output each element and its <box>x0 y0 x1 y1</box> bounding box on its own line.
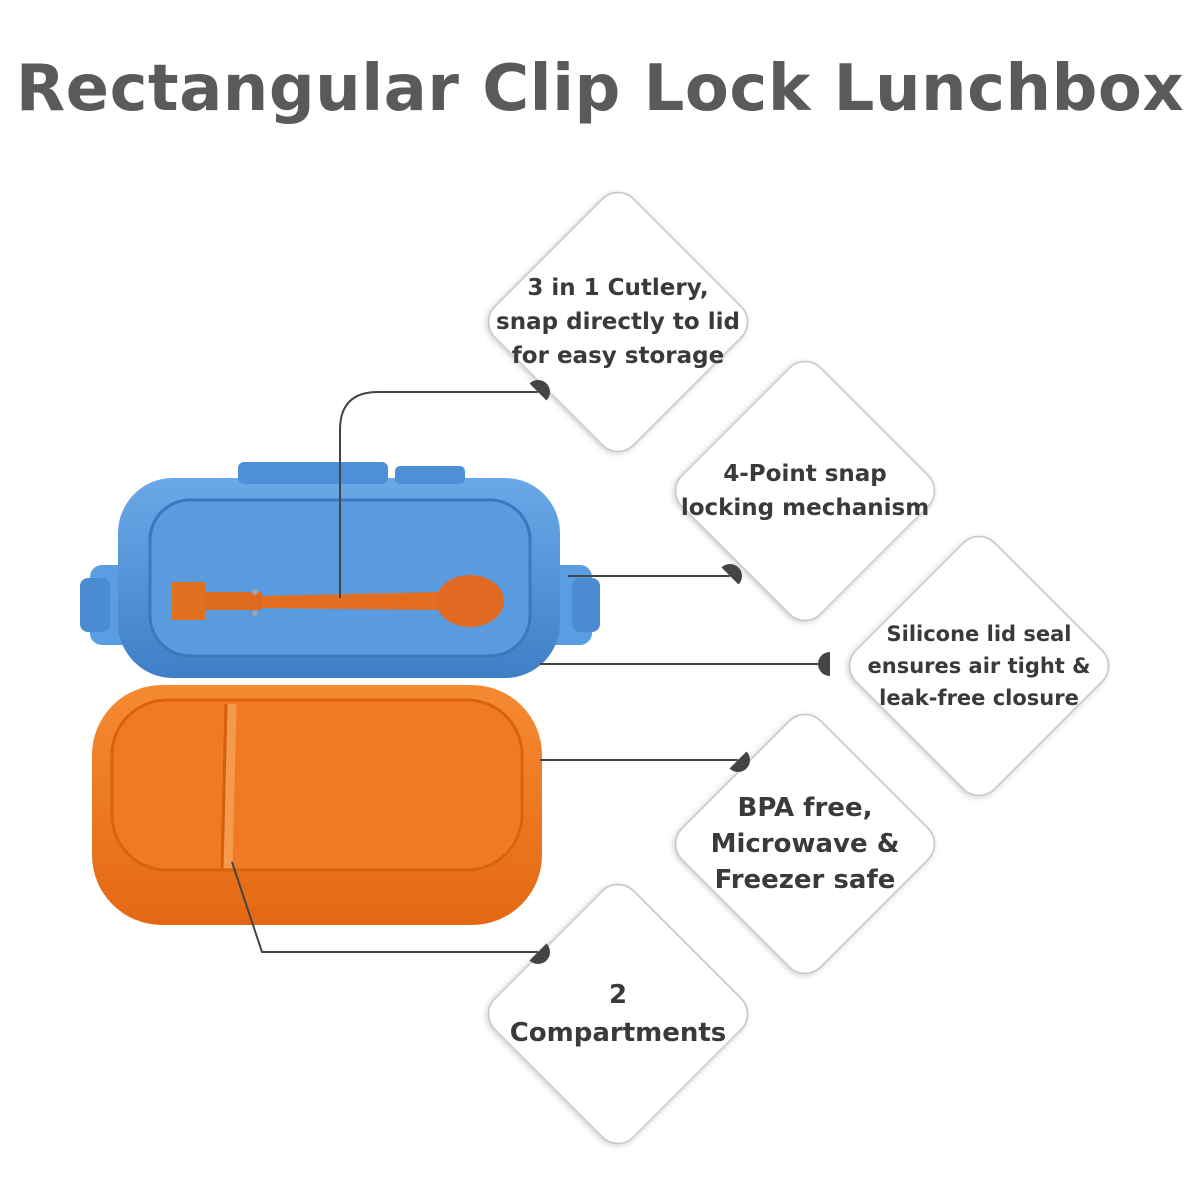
connector-lines <box>231 391 830 953</box>
feature-text-cutlery: 3 in 1 Cutlery, snap directly to lid for… <box>468 271 768 373</box>
feature-line: 4-Point snap <box>723 461 887 487</box>
feature-line: locking mechanism <box>680 495 930 521</box>
feature-text-compartments: 2 Compartments <box>468 976 768 1052</box>
page-title: Rectangular Clip Lock Lunchbox <box>15 52 1185 126</box>
feature-line: Silicone lid seal <box>886 622 1072 646</box>
feature-line: snap directly to lid <box>496 309 740 335</box>
feature-card-snap-lock <box>674 360 936 622</box>
feature-text-snap-lock: 4-Point snap locking mechanism <box>655 457 955 525</box>
feature-line: Microwave & <box>710 829 900 859</box>
feature-line: ensures air tight & <box>867 654 1091 678</box>
feature-card-compartments <box>487 883 749 1145</box>
feature-line: for easy storage <box>511 343 725 369</box>
feature-line: Compartments <box>509 1018 727 1048</box>
feature-card-bpa-free <box>674 713 936 975</box>
spork <box>172 575 504 627</box>
feature-line: 2 <box>608 980 628 1010</box>
feature-text-bpa-free: BPA free, Microwave & Freezer safe <box>655 790 955 898</box>
feature-line: 3 in 1 Cutlery, <box>527 275 709 301</box>
feature-line: leak-free closure <box>879 686 1079 710</box>
feature-text-silicone-seal: Silicone lid seal ensures air tight & le… <box>829 618 1129 714</box>
lunchbox-base <box>92 685 542 925</box>
connector-dots <box>529 380 830 964</box>
feature-card-silicone-seal <box>848 535 1110 797</box>
feature-line: BPA free, <box>737 793 873 823</box>
feature-line: Freezer safe <box>714 865 896 895</box>
